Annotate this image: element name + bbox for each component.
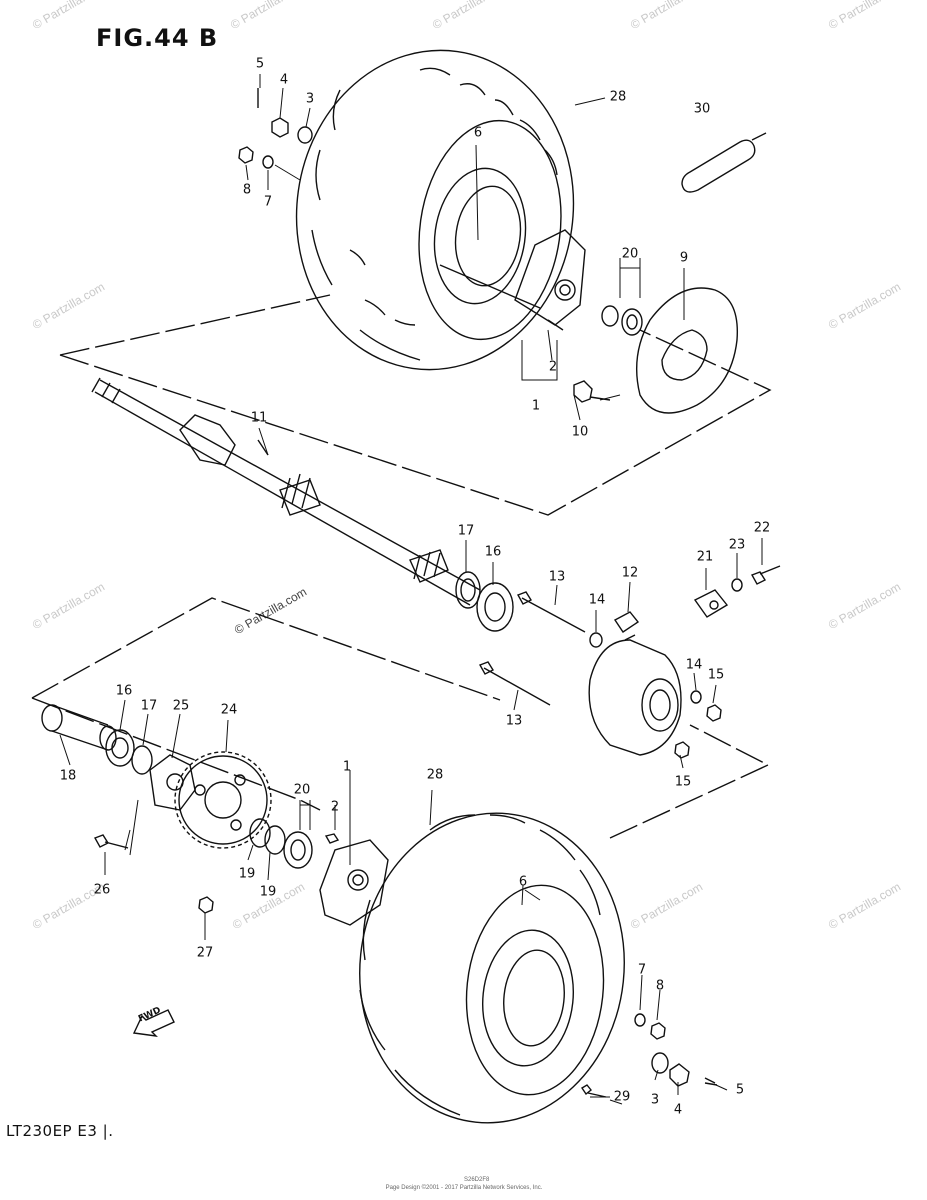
callout-12[interactable]: 12 <box>621 565 639 581</box>
washers <box>589 632 702 704</box>
callout-7[interactable]: 7 <box>263 194 273 210</box>
callout-18[interactable]: 18 <box>59 768 77 784</box>
callout-14[interactable]: 14 <box>588 592 606 608</box>
upper-fasteners <box>238 88 313 169</box>
hub-bearings <box>249 818 313 869</box>
bearing-housing <box>588 611 682 756</box>
callout-10[interactable]: 10 <box>571 424 589 440</box>
callout-22[interactable]: 22 <box>753 520 771 536</box>
lower-fasteners <box>581 1013 718 1098</box>
callout-15[interactable]: 15 <box>674 774 692 790</box>
footer-credit: Page Design ©2001 - 2017 Partzilla Netwo… <box>385 1185 543 1191</box>
rear-axle <box>91 377 481 606</box>
callout-17[interactable]: 17 <box>457 523 475 539</box>
callout-15[interactable]: 15 <box>707 667 725 683</box>
tool <box>681 132 767 193</box>
callout-13[interactable]: 13 <box>548 569 566 585</box>
callout-27[interactable]: 27 <box>196 945 214 961</box>
callout-8[interactable]: 8 <box>242 182 252 198</box>
spacer <box>41 704 117 751</box>
nuts <box>674 704 722 759</box>
upper-tire <box>295 49 575 371</box>
callout-28[interactable]: 28 <box>426 767 444 783</box>
leader-lines <box>59 74 763 1105</box>
callout-11[interactable]: 11 <box>250 410 268 426</box>
callout-8[interactable]: 8 <box>655 978 665 994</box>
callout-20[interactable]: 20 <box>293 782 311 798</box>
upper-bearings <box>601 305 643 336</box>
callout-28[interactable]: 28 <box>609 89 627 105</box>
callout-5[interactable]: 5 <box>255 56 265 72</box>
callout-19[interactable]: 19 <box>259 884 277 900</box>
figure-title: FIG.44 B <box>96 24 219 52</box>
callout-4[interactable]: 4 <box>279 72 289 88</box>
callout-5[interactable]: 5 <box>735 1082 745 1098</box>
callout-17[interactable]: 17 <box>140 698 158 714</box>
forward-direction-arrow-icon <box>132 1009 175 1037</box>
callout-9[interactable]: 9 <box>679 250 689 266</box>
upper-assembly-outline <box>59 294 772 516</box>
callout-2[interactable]: 2 <box>330 799 340 815</box>
callout-2[interactable]: 2 <box>548 359 558 375</box>
callout-21[interactable]: 21 <box>696 549 714 565</box>
model-code: LT230EP E3 |. <box>6 1122 114 1140</box>
callout-26[interactable]: 26 <box>93 882 111 898</box>
callout-6[interactable]: 6 <box>473 125 483 141</box>
callout-16[interactable]: 16 <box>115 683 133 699</box>
adjuster-parts <box>693 565 781 618</box>
lower-bearings <box>105 729 153 775</box>
callout-24[interactable]: 24 <box>220 702 238 718</box>
mount-bolts <box>478 591 586 706</box>
lower-tire <box>359 812 625 1124</box>
upper-hub <box>439 229 586 331</box>
callout-3[interactable]: 3 <box>305 91 315 107</box>
lower-hub <box>319 833 389 926</box>
axle-bearings <box>455 571 514 632</box>
sprocket <box>174 751 272 849</box>
callout-30[interactable]: 30 <box>693 101 711 117</box>
callout-14[interactable]: 14 <box>685 657 703 673</box>
callout-19[interactable]: 19 <box>238 866 256 882</box>
callout-6[interactable]: 6 <box>518 874 528 890</box>
callout-1[interactable]: 1 <box>342 759 352 775</box>
callout-4[interactable]: 4 <box>673 1102 683 1118</box>
callout-25[interactable]: 25 <box>172 698 190 714</box>
callout-7[interactable]: 7 <box>637 962 647 978</box>
callout-20[interactable]: 20 <box>621 246 639 262</box>
sprocket-fasteners <box>93 834 214 914</box>
callout-1[interactable]: 1 <box>531 398 541 414</box>
callout-29[interactable]: 29 <box>613 1089 631 1105</box>
callout-16[interactable]: 16 <box>484 544 502 560</box>
callout-3[interactable]: 3 <box>650 1092 660 1108</box>
callout-23[interactable]: 23 <box>728 537 746 553</box>
sprocket-hub <box>149 754 196 811</box>
footer-id: S26D2F8 <box>464 1177 490 1183</box>
lower-assembly-outline <box>31 597 770 839</box>
callout-13[interactable]: 13 <box>505 713 523 729</box>
brake-disc <box>635 287 739 414</box>
